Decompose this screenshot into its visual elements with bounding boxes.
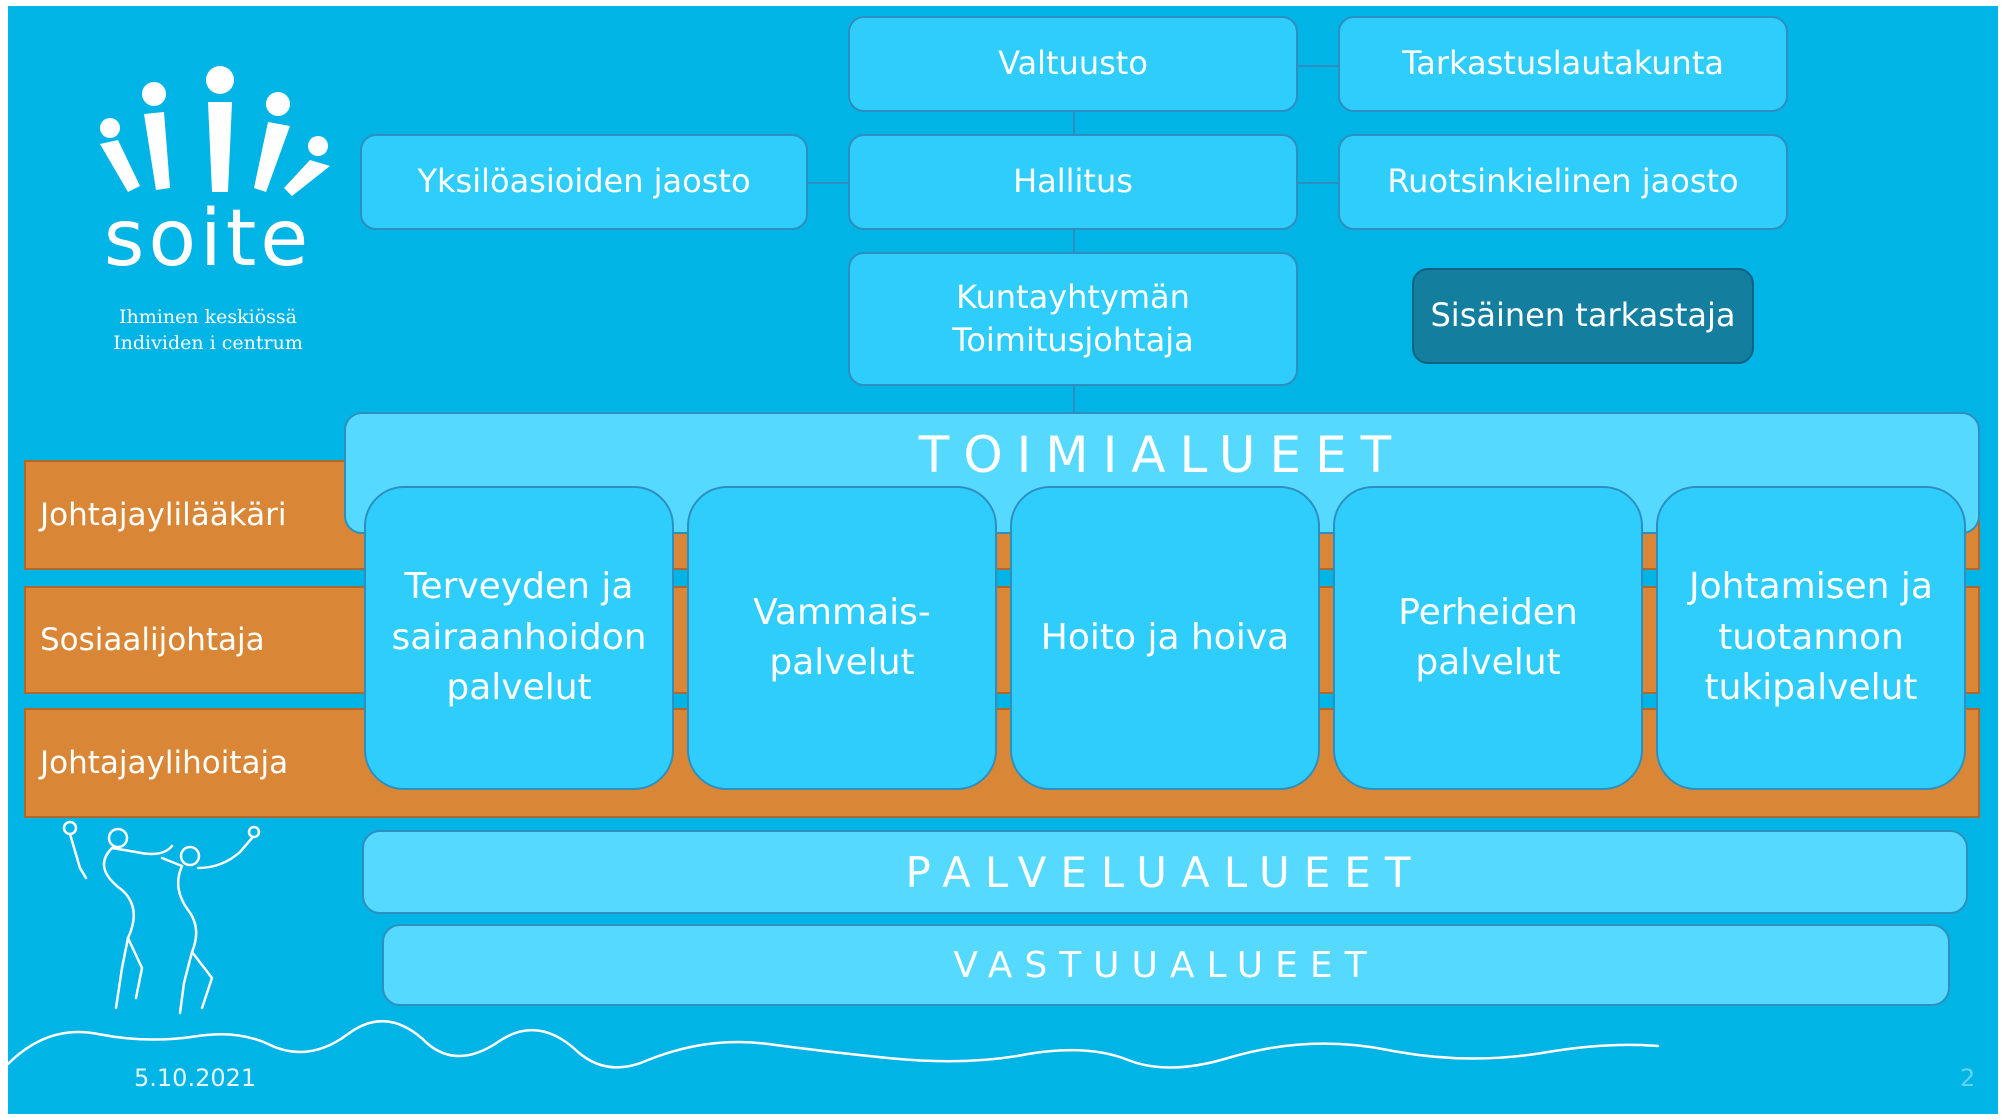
toimialueet-title: TOIMIALUEET	[918, 426, 1406, 484]
unit-care-and-nursing-label: Hoito ja hoiva	[1040, 616, 1290, 658]
role-band-chief-nurse: Johtajaylihoitaja	[24, 708, 1980, 818]
connector-council-audit	[1298, 65, 1348, 67]
connector-ceo-toimialueet	[1073, 384, 1075, 418]
ceo-label-line2: Toimitusjohtaja	[952, 321, 1194, 359]
wave-line-icon	[8, 1019, 1660, 1069]
connector-board-swedish	[1298, 182, 1348, 184]
unit-care-and-nursing[interactable]: Hoito ja hoiva	[1010, 486, 1320, 790]
logo-wordmark: soite	[103, 194, 313, 284]
unit-disability-services[interactable]: Vammais-palvelut	[687, 486, 997, 790]
board-box[interactable]: Hallitus	[848, 134, 1298, 230]
dancing-figures-icon	[62, 820, 261, 1015]
org-chart-slide: soite Ihminen keskiössä Individen i cent…	[8, 6, 1998, 1114]
vastuualueet-tier: VASTUUALUEET	[382, 924, 1950, 1006]
people-logo-icon	[100, 66, 330, 196]
connector-board-ceo	[1073, 228, 1075, 258]
palvelualueet-tier: PALVELUALUEET	[362, 830, 1968, 914]
footer-page-number: 2	[1960, 1064, 1976, 1092]
connector-section-board	[806, 182, 856, 184]
unit-disability-services-label: Vammais-palvelut	[753, 591, 931, 683]
ceo-label-line1: Kuntayhtymän	[956, 277, 1190, 316]
individual-matters-section-box[interactable]: Yksilöasioiden jaosto	[360, 134, 808, 230]
swedish-section-box[interactable]: Ruotsinkielinen jaosto	[1338, 134, 1788, 230]
ceo-box[interactable]: Kuntayhtymän Toimitusjohtaja	[848, 252, 1298, 386]
connector-council-board	[1073, 110, 1075, 140]
council-box[interactable]: Valtuusto	[848, 16, 1298, 112]
palvelualueet-title: PALVELUALUEET	[905, 847, 1425, 897]
audit-committee-box[interactable]: Tarkastuslautakunta	[1338, 16, 1788, 112]
vastuualueet-title: VASTUUALUEET	[953, 944, 1379, 986]
footer-date: 5.10.2021	[134, 1064, 257, 1092]
logo-tagline-fi: Ihminen keskiössä	[119, 306, 297, 328]
role-band-social-director: Sosiaalijohtaja	[24, 586, 1980, 694]
logo-tagline-sv: Individen i centrum	[113, 332, 303, 354]
internal-auditor-box[interactable]: Sisäinen tarkastaja	[1412, 268, 1754, 364]
